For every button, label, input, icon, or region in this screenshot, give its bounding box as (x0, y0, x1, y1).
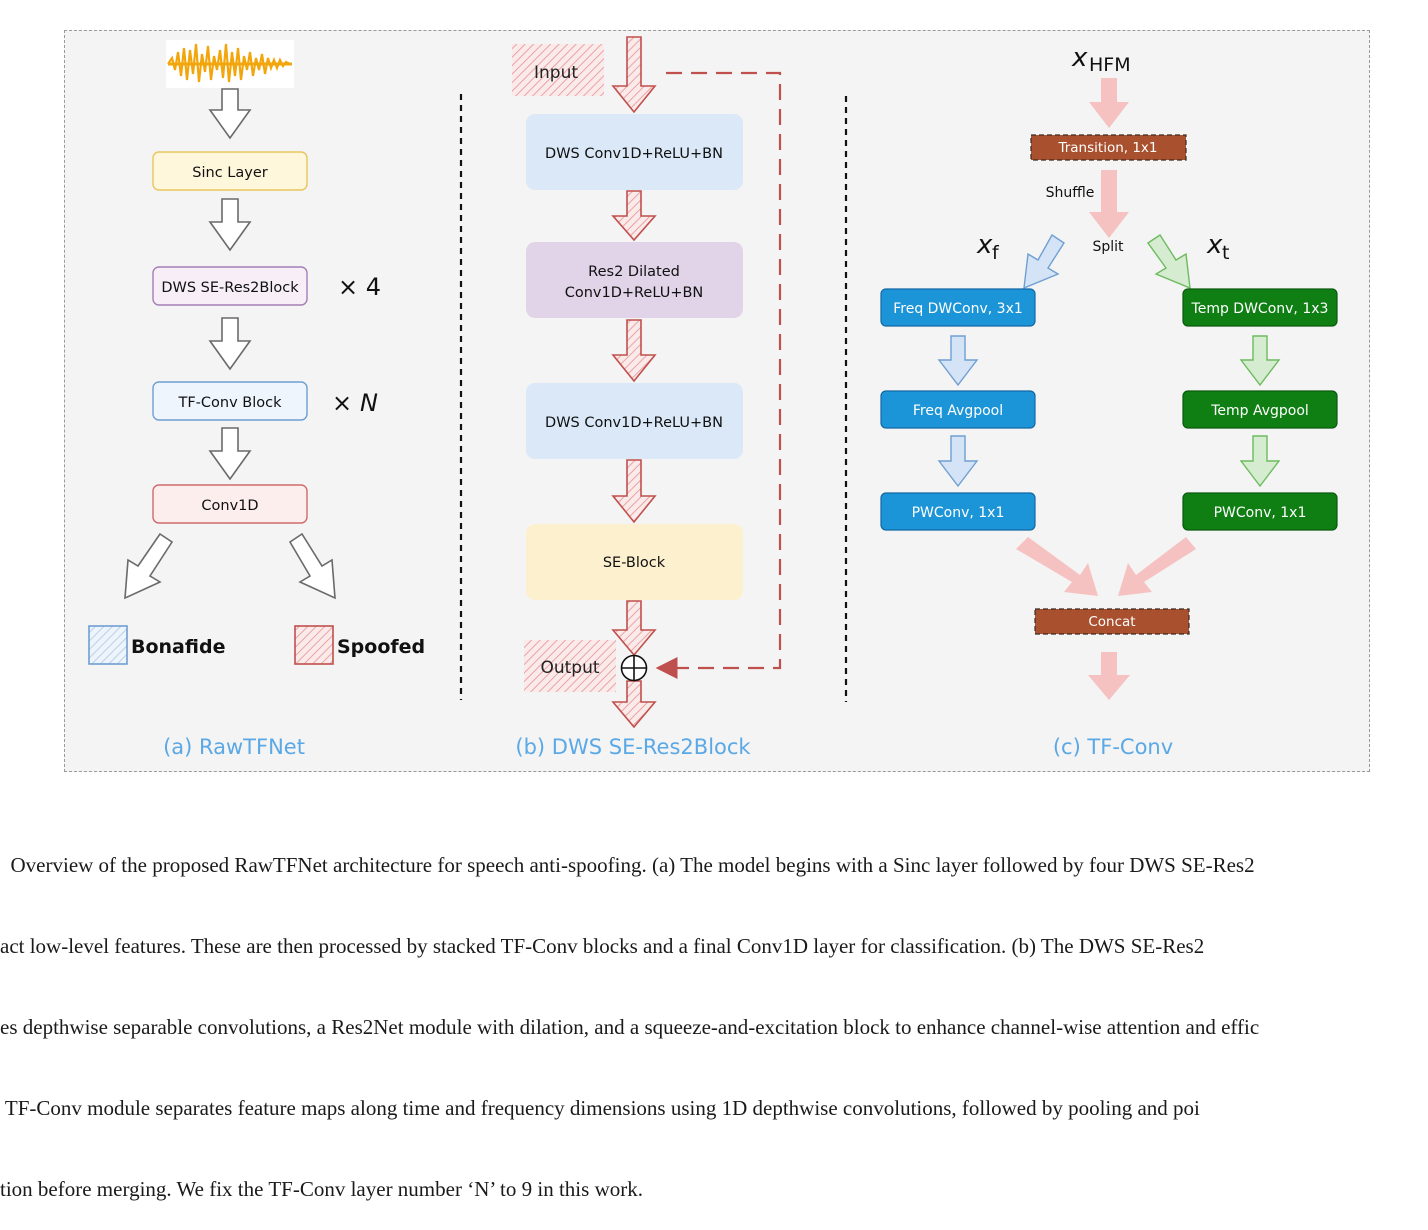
freq-dwconv-box (880, 288, 1036, 327)
architecture-diagram: Sinc Layer DWS SE-Res2Block × 4 TF-Conv … (88, 36, 1338, 759)
panel-a: Sinc Layer DWS SE-Res2Block × 4 TF-Conv … (88, 40, 425, 759)
panel-c: x HFM Transition, 1x1 Shuffle Split x f … (880, 43, 1338, 759)
arrow-down-icon (611, 36, 657, 114)
res2-dilated-block (526, 242, 743, 318)
dws-conv-block-2-label: DWS Conv1D+ReLU+BN (545, 415, 723, 431)
caption-line: act low-level features. These are then p… (0, 934, 1205, 958)
freq-avgpool-label: Freq Avgpool (913, 403, 1003, 419)
res2block-multiplier: × 4 (338, 273, 381, 301)
arrow-down-icon (611, 459, 657, 524)
transition-label: Transition, 1x1 (1057, 140, 1157, 156)
figure-caption: Overview of the proposed RawTFNet archit… (0, 798, 1428, 1230)
bonafide-label: Bonafide (131, 636, 225, 658)
waveform-icon (166, 40, 294, 88)
x-hfm-subscript: HFM (1089, 54, 1131, 76)
arrow-down-left-icon (124, 532, 174, 600)
arrow-down-icon (1088, 652, 1130, 700)
arrow-down-right-icon (288, 532, 336, 600)
bonafide-swatch (88, 625, 128, 665)
split-label: Split (1092, 239, 1124, 255)
tf-conv-block-box (152, 381, 308, 421)
temp-pwconv-box (1182, 492, 1338, 531)
tf-conv-block-label: TF-Conv Block (177, 395, 282, 411)
dws-conv-block-1-label: DWS Conv1D+ReLU+BN (545, 146, 723, 162)
spoofed-swatch (294, 625, 334, 665)
dws-conv-block-2 (526, 383, 743, 459)
arrow-down-right-icon (1147, 234, 1191, 290)
concat-box (1034, 608, 1190, 635)
temp-avgpool-box (1182, 390, 1338, 429)
residual-connection (655, 71, 782, 679)
conv1d-box (152, 484, 308, 524)
se-block-label: SE-Block (603, 555, 666, 571)
res2-dilated-label-line2: Conv1D+ReLU+BN (565, 285, 704, 301)
input-hatch (512, 44, 604, 96)
dws-conv-block-1 (526, 114, 743, 190)
temp-dwconv-box (1182, 288, 1338, 327)
caption-line: es depthwise separable convolutions, a R… (0, 1015, 1260, 1039)
panel-a-title: (a) RawTFNet (163, 735, 305, 759)
temp-pwconv-label: PWConv, 1x1 (1214, 505, 1307, 521)
x-f-symbol: x (976, 230, 993, 260)
x-t-subscript: t (1222, 242, 1229, 264)
x-f-subscript: f (992, 242, 1000, 264)
tf-conv-multiplier-x: × (332, 389, 352, 417)
arrow-down-icon (208, 198, 252, 252)
panel-c-title: (c) TF-Conv (1053, 735, 1173, 759)
conv1d-label: Conv1D (201, 498, 258, 514)
res2block-box (152, 266, 308, 306)
input-label: Input (534, 63, 578, 83)
arrow-down-icon (1089, 78, 1129, 128)
arrow-down-icon (208, 427, 252, 481)
freq-pwconv-label: PWConv, 1x1 (912, 505, 1005, 521)
caption-line: Overview of the proposed RawTFNet archit… (0, 853, 1255, 877)
arrow-down-icon (1239, 335, 1281, 387)
x-t-symbol: x (1206, 230, 1223, 260)
output-hatch (524, 640, 616, 692)
tf-conv-multiplier-n: N (360, 389, 378, 417)
transition-box (1030, 134, 1187, 161)
arrow-down-icon (1089, 170, 1129, 238)
res2-dilated-label-line1: Res2 Dilated (588, 264, 680, 280)
res2block-label: DWS SE-Res2Block (161, 280, 299, 296)
arrow-down-icon (611, 600, 657, 657)
arrow-merge-left-icon (1016, 537, 1098, 596)
caption-line: tion before merging. We fix the TF-Conv … (0, 1177, 643, 1201)
arrow-down-icon (208, 317, 252, 371)
x-hfm-symbol: x (1071, 43, 1088, 73)
freq-dwconv-label: Freq DWConv, 3x1 (893, 301, 1023, 317)
shuffle-label: Shuffle (1046, 185, 1095, 201)
se-block (526, 524, 743, 600)
freq-avgpool-box (880, 390, 1036, 429)
temp-avgpool-label: Temp Avgpool (1210, 403, 1309, 419)
arrow-down-icon (208, 88, 252, 140)
arrow-down-left-icon (1023, 233, 1065, 290)
sinc-layer-label: Sinc Layer (192, 165, 267, 181)
arrow-down-icon (611, 319, 657, 383)
arrow-down-icon (1239, 435, 1281, 488)
add-circle-icon (620, 654, 648, 682)
caption-line: TF-Conv module separates feature maps al… (0, 1096, 1200, 1120)
freq-pwconv-box (880, 492, 1036, 531)
arrow-down-icon (611, 680, 657, 729)
arrow-down-icon (611, 190, 657, 242)
spoofed-label: Spoofed (337, 636, 425, 658)
output-label: Output (540, 658, 599, 678)
sinc-layer-box (152, 151, 308, 191)
arrow-merge-right-icon (1118, 537, 1196, 596)
temp-dwconv-label: Temp DWConv, 1x3 (1191, 301, 1329, 317)
panel-b: Input DWS Conv1D+ReLU+BN Res2 Dilated Co… (512, 36, 782, 759)
panel-b-title: (b) DWS SE-Res2Block (515, 735, 751, 759)
concat-label: Concat (1088, 614, 1135, 630)
arrow-down-icon (937, 335, 979, 387)
arrow-down-icon (937, 435, 979, 488)
